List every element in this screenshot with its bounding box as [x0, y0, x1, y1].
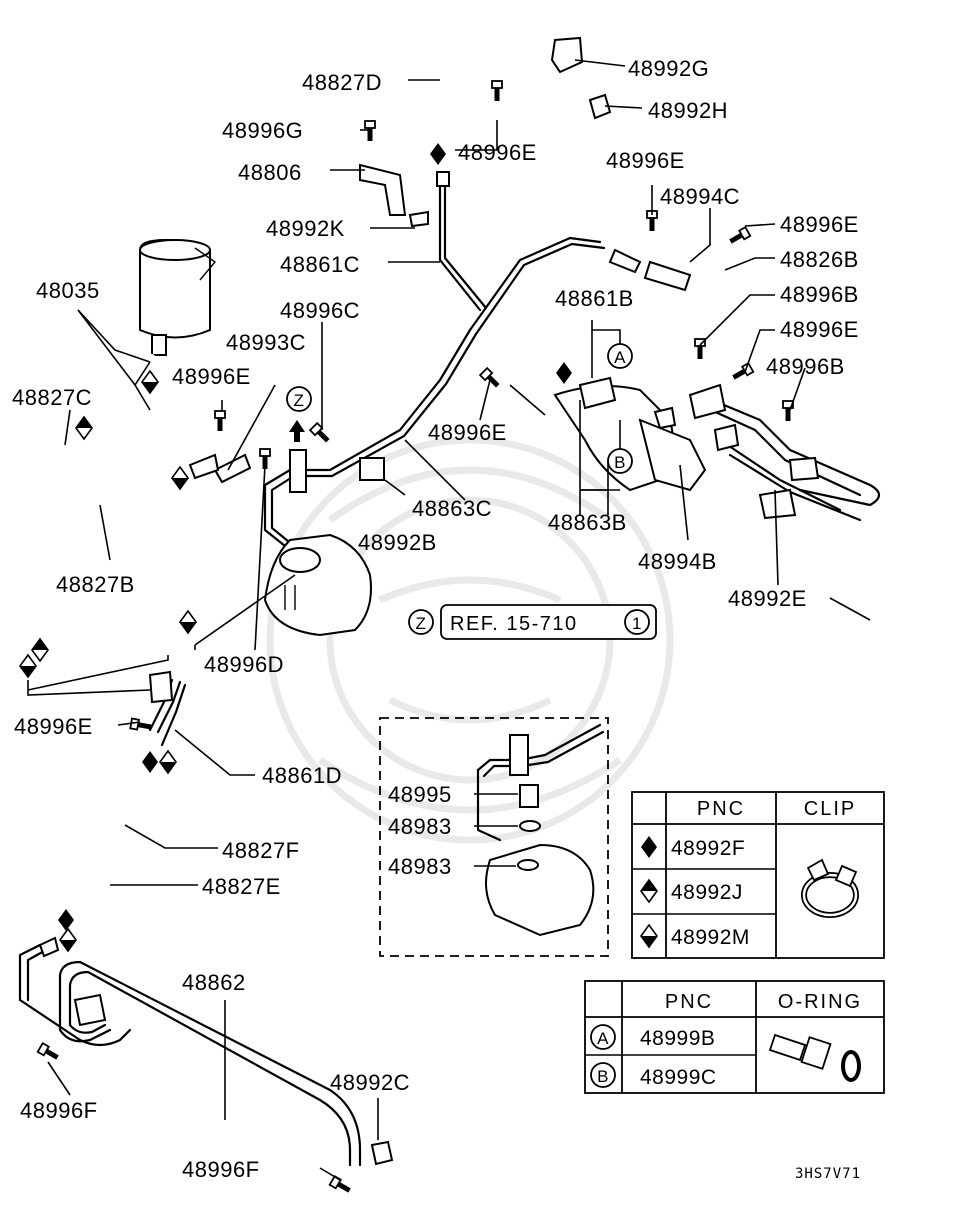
label-48996G: 48996G: [222, 118, 303, 143]
clip-row-pnc: 48992M: [671, 926, 750, 949]
label-48992G: 48992G: [628, 56, 709, 81]
label-48996E-left-low: 48996E: [14, 714, 93, 739]
oring-row-pnc: 48999C: [640, 1066, 717, 1089]
label-48992H: 48992H: [648, 98, 728, 123]
watermark-emblem: [266, 436, 674, 844]
label-48827B: 48827B: [56, 572, 135, 597]
clip-table-header-pnc: PNC: [697, 798, 745, 820]
leader-lines: [27, 59, 871, 1181]
label-48992E: 48992E: [728, 586, 807, 611]
label-48996E-right-2: 48996E: [780, 317, 859, 342]
label-48827E: 48827E: [202, 874, 281, 899]
detail-box: [379, 717, 609, 957]
oring-row-symbol: B: [597, 1067, 609, 1086]
label-48827F: 48827F: [222, 838, 300, 863]
label-48983-lower: 48983: [388, 854, 452, 879]
label-48996B-right-2: 48996B: [766, 354, 845, 379]
circle-markers: A B Z Z: [286, 343, 633, 635]
reference-circled-number: 1: [632, 614, 642, 633]
label-48996C: 48996C: [280, 298, 360, 323]
label-48806: 48806: [238, 160, 302, 185]
label-48996F-left: 48996F: [20, 1098, 98, 1123]
label-48996F-bottom: 48996F: [182, 1157, 260, 1182]
marker-z-ref: Z: [416, 614, 427, 633]
reference-box: REF. 15-710 1: [440, 604, 657, 640]
clip-row-pnc: 48992J: [671, 881, 743, 904]
clip-table: PNC CLIP 48992F 48992J 48992M: [631, 791, 885, 959]
label-48996E-left-mid: 48996E: [172, 364, 251, 389]
label-48994C: 48994C: [660, 184, 740, 209]
reference-text: REF. 15-710: [450, 613, 578, 635]
pump-assembly: [263, 385, 707, 637]
label-48996E-top: 48996E: [458, 140, 537, 165]
pipes: [18, 178, 881, 1167]
label-48826B: 48826B: [780, 247, 859, 272]
label-48994B: 48994B: [638, 549, 717, 574]
label-48992C: 48992C: [330, 1070, 410, 1095]
oring-table-header-oring: O-RING: [778, 991, 862, 1013]
label-48863B: 48863B: [548, 510, 627, 535]
label-48827D: 48827D: [302, 70, 382, 95]
label-48861C: 48861C: [280, 252, 360, 277]
callout-labels: 48827D 48992G 48992H 48996G 48996E 48996…: [12, 56, 859, 1182]
label-48995: 48995: [388, 782, 452, 807]
label-48035: 48035: [36, 278, 100, 303]
reservoir-tank: [139, 238, 217, 356]
marker-z-upper: Z: [294, 391, 305, 410]
hose-clip-illustration: [801, 858, 859, 918]
oring-table-header-pnc: PNC: [665, 991, 713, 1013]
label-48993C: 48993C: [226, 330, 306, 355]
label-48996E-right-1: 48996E: [780, 212, 859, 237]
clip-row-pnc: 48992F: [671, 837, 745, 860]
fittings: [36, 36, 820, 1196]
label-48861D: 48861D: [262, 763, 342, 788]
clip-table-header-clip: CLIP: [804, 798, 856, 820]
label-48861B: 48861B: [555, 286, 634, 311]
label-48992B: 48992B: [358, 530, 437, 555]
label-48996E-upper-right: 48996E: [606, 148, 685, 173]
label-48862: 48862: [182, 970, 246, 995]
label-48827C: 48827C: [12, 385, 92, 410]
label-48863C: 48863C: [412, 496, 492, 521]
marker-a: A: [614, 348, 626, 367]
label-48996D: 48996D: [204, 652, 284, 677]
marker-b: B: [614, 453, 626, 472]
oring-table: PNC O-RING A B 48999B 48999C: [584, 980, 885, 1094]
oring-row-pnc: 48999B: [640, 1027, 715, 1050]
oring-row-symbol: A: [597, 1029, 609, 1048]
label-48996B-right-1: 48996B: [780, 282, 859, 307]
oring-fitting-illustration: [768, 1033, 861, 1082]
label-48996E-center: 48996E: [428, 420, 507, 445]
label-48983-upper: 48983: [388, 814, 452, 839]
label-48992K: 48992K: [266, 216, 345, 241]
diagram-code: 3HS7V71: [795, 1166, 861, 1182]
